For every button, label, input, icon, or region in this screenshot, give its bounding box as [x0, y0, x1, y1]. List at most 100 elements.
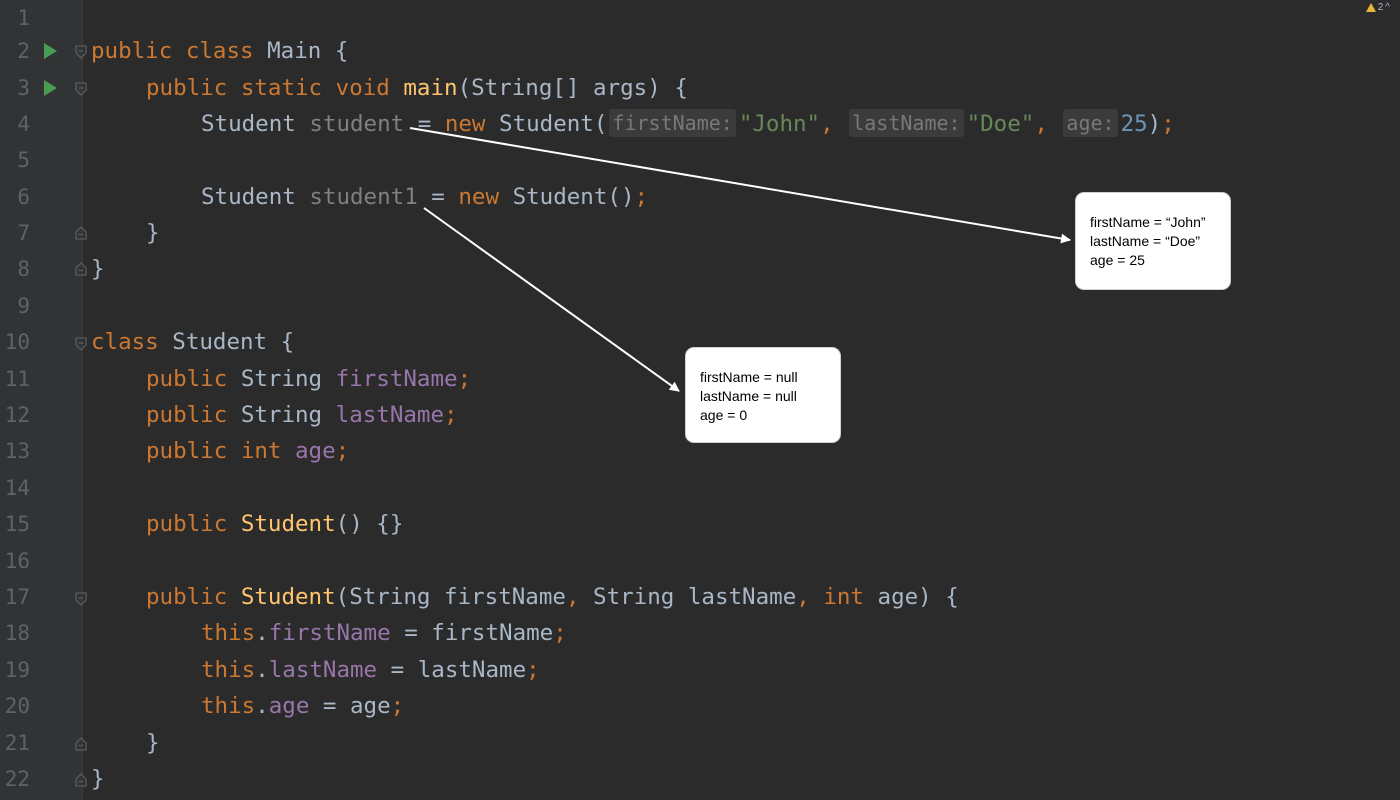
keyword: new — [458, 184, 500, 210]
assignment: = age — [322, 693, 391, 719]
fold-end-icon[interactable] — [74, 773, 88, 787]
fold-start-icon[interactable] — [74, 45, 88, 59]
keyword: class — [91, 329, 159, 355]
code-line-19[interactable]: this.lastName = lastName; — [201, 652, 540, 688]
parameter: String lastName — [593, 584, 797, 610]
keyword: this — [201, 657, 256, 683]
keyword: public — [146, 511, 228, 537]
inspection-widget[interactable]: 2 ^ — [1365, 2, 1390, 13]
semicolon: ; — [390, 693, 405, 719]
dot: . — [255, 620, 269, 646]
semicolon: ; — [634, 184, 649, 210]
code-line-12[interactable]: public String lastName; — [146, 397, 458, 433]
operator: = — [431, 184, 445, 210]
code-line-2[interactable]: public class Main { — [91, 33, 348, 69]
line-number: 1 — [17, 6, 30, 30]
fold-end-icon[interactable] — [74, 226, 88, 240]
brace: } — [146, 220, 160, 246]
parameter: (String firstName — [335, 584, 566, 610]
parameters: (String[] args) { — [457, 75, 688, 101]
paren: ) — [1147, 111, 1162, 137]
field-name: lastName — [335, 402, 445, 428]
arrow-student — [409, 127, 1071, 244]
code-line-21[interactable]: } — [146, 725, 160, 761]
line-number: 22 — [4, 767, 30, 791]
line-number: 15 — [4, 512, 30, 536]
callout-line: lastName = null — [700, 388, 797, 404]
keyword: this — [201, 693, 256, 719]
line-number: 8 — [17, 257, 30, 281]
code-line-17[interactable]: public Student(String firstName, String … — [146, 579, 959, 615]
assignment: = lastName — [390, 657, 527, 683]
type-name: String — [240, 402, 323, 428]
line-number: 7 — [17, 221, 30, 245]
code-line-15[interactable]: public Student() {} — [146, 506, 403, 542]
code-line-8[interactable]: } — [91, 251, 105, 287]
code-line-11[interactable]: public String firstName; — [146, 361, 471, 397]
line-number: 2 — [17, 39, 30, 63]
line-number: 4 — [17, 112, 30, 136]
run-main-method-icon[interactable] — [44, 80, 57, 96]
code-line-7[interactable]: } — [146, 215, 160, 251]
fold-end-icon[interactable] — [74, 262, 88, 276]
field-name: age — [295, 438, 336, 464]
number-literal: 25 — [1120, 111, 1148, 137]
code-line-22[interactable]: } — [91, 761, 105, 797]
run-main-class-icon[interactable] — [44, 43, 57, 59]
keyword: class — [185, 38, 254, 64]
callout-student1-values: firstName = null lastName = null age = 0 — [686, 348, 840, 442]
keyword: new — [444, 111, 486, 137]
string-literal: "Doe" — [966, 111, 1035, 137]
field-name: age — [268, 693, 310, 719]
constructor-call: Student( — [499, 111, 608, 137]
fold-start-icon[interactable] — [74, 82, 88, 96]
fold-start-icon[interactable] — [74, 337, 88, 351]
brace: } — [91, 256, 105, 282]
keyword: public — [146, 584, 228, 610]
parameter-hint: age: — [1063, 109, 1118, 137]
semicolon: ; — [335, 438, 350, 464]
code-line-4[interactable]: Student student = new Student(firstName:… — [201, 106, 1175, 142]
code-line-3[interactable]: public static void main(String[] args) { — [146, 70, 688, 106]
callout-student-values: firstName = “John” lastName = “Doe” age … — [1076, 193, 1230, 289]
line-number: 19 — [4, 658, 30, 682]
editor-gutter[interactable]: 1 2 3 4 5 6 7 8 9 10 11 12 13 14 15 16 1… — [0, 0, 87, 800]
callout-line: lastName = “Doe” — [1090, 233, 1201, 249]
keyword: public — [146, 438, 228, 464]
chevron-up-icon: ^ — [1385, 2, 1390, 13]
line-number: 16 — [4, 549, 30, 573]
comma: , — [796, 584, 810, 610]
constructor-name: Student — [240, 584, 336, 610]
method-name: main — [403, 75, 458, 101]
code-line-10[interactable]: class Student { — [91, 324, 294, 360]
callout-line: age = 25 — [1090, 252, 1145, 268]
semicolon: ; — [526, 657, 540, 683]
keyword: int — [823, 584, 864, 610]
comma: , — [565, 584, 580, 610]
code-line-20[interactable]: this.age = age; — [201, 688, 404, 724]
constructor-body: () {} — [335, 511, 404, 537]
fold-start-icon[interactable] — [74, 592, 88, 606]
keyword: static — [240, 75, 323, 101]
callout-line: firstName = “John” — [1090, 214, 1206, 230]
code-line-18[interactable]: this.firstName = firstName; — [201, 615, 567, 651]
semicolon: ; — [1161, 111, 1175, 137]
code-line-13[interactable]: public int age; — [146, 433, 349, 469]
dot: . — [255, 693, 269, 719]
string-literal: "John" — [738, 111, 821, 137]
brace: { — [334, 38, 349, 64]
arrow-student1 — [423, 207, 680, 392]
code-line-6[interactable]: Student student1 = new Student(); — [201, 179, 648, 215]
fold-end-icon[interactable] — [74, 737, 88, 751]
line-number: 6 — [17, 185, 30, 209]
line-number: 10 — [4, 330, 30, 354]
line-number: 11 — [4, 367, 30, 391]
semicolon: ; — [457, 366, 472, 392]
comma: , — [1034, 111, 1048, 137]
keyword: public — [146, 75, 228, 101]
constructor-name: Student — [240, 511, 336, 537]
line-number: 14 — [4, 476, 30, 500]
class-name: Student — [172, 329, 268, 355]
